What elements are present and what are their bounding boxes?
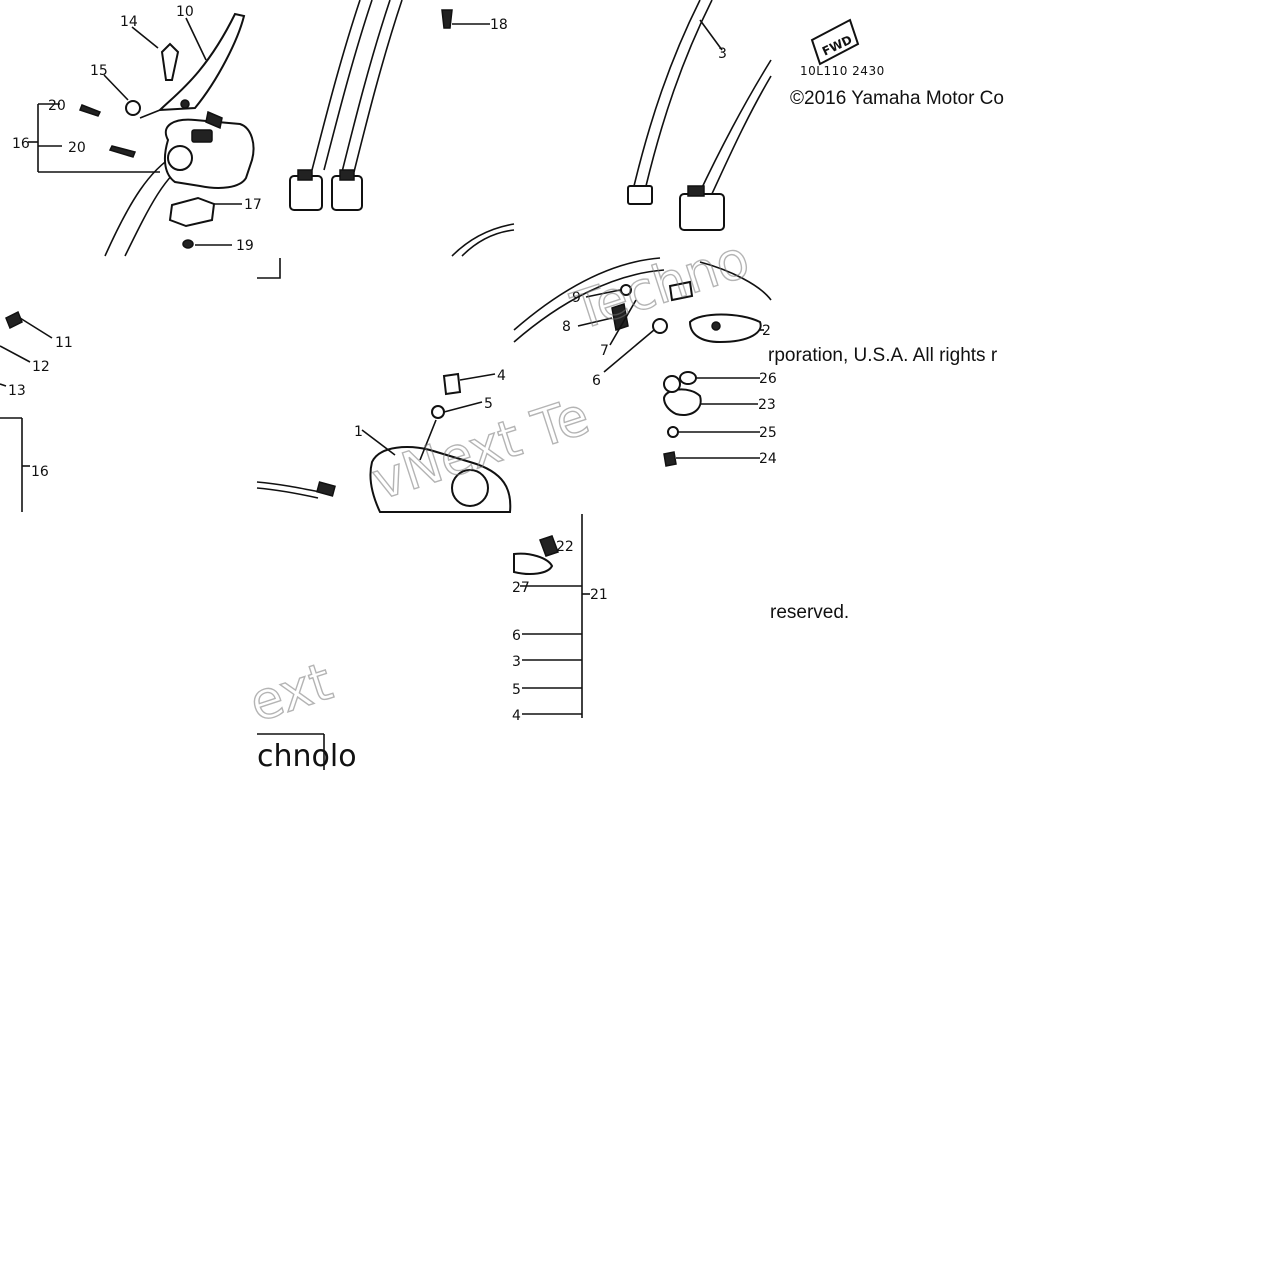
callout-2: 2 [762,323,771,339]
callout-11: 11 [55,335,73,351]
wire-harness-connectors: 18 [257,0,515,279]
callout-3b: 3 [512,654,521,670]
callout-20b: 20 [68,140,86,156]
callout-22: 22 [556,539,574,555]
callout-16a: 16 [12,136,30,152]
callout-5b: 5 [512,682,521,698]
callout-4a: 4 [497,368,506,384]
callout-23: 23 [758,397,776,413]
callout-1: 1 [354,424,363,440]
callout-25: 25 [759,425,777,441]
watermark-3: ext [242,652,339,734]
right-wire-connectors: 3 [627,0,772,231]
callout-10: 10 [176,4,194,20]
right-mid-hardware: 9 8 7 6 2 26 23 25 24 [513,257,777,467]
left-mid-parts: 11 12 13 16 [0,310,73,512]
callout-26: 26 [759,371,777,387]
callout-21: 21 [590,587,608,603]
fwd-icon: FWD [810,18,860,66]
diagram-code: 10L110 2430 [800,64,885,78]
callout-4b: 4 [512,708,521,724]
callout-20a: 20 [48,98,66,114]
callout-12: 12 [32,359,50,375]
watermark-4: chnolo [257,739,357,774]
lower-bracket-list: 22 27 21 6 3 5 4 [512,514,608,724]
callout-7: 7 [600,343,609,359]
callout-3a: 3 [718,46,727,62]
copyright-line-1: ©2016 Yamaha Motor Co [790,88,1004,109]
callout-18: 18 [490,17,508,33]
callout-27: 27 [512,580,530,596]
callout-6a: 6 [592,373,601,389]
callout-17: 17 [244,197,262,213]
callout-14: 14 [120,14,138,30]
copyright-line-2: rporation, U.S.A. All rights r [768,345,998,366]
left-switch-assembly: 14 10 15 20 20 16 17 19 [12,4,262,257]
center-switch-body: 4 5 1 [256,368,512,513]
callout-16b: 16 [31,464,49,480]
lower-left-bracket [257,733,325,770]
callout-6b: 6 [512,628,521,644]
callout-24: 24 [759,451,777,467]
callout-5a: 5 [484,396,493,412]
callout-19: 19 [236,238,254,254]
callout-15: 15 [90,63,108,79]
copyright-line-3: reserved. [770,602,850,623]
callout-13: 13 [8,383,26,399]
callout-8: 8 [562,319,571,335]
callout-9: 9 [572,290,581,306]
